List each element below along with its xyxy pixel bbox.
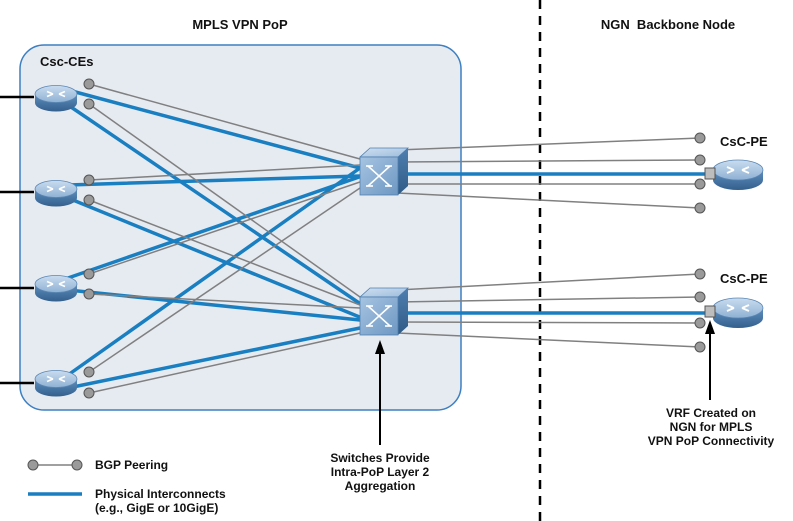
legend-physical-example: (e.g., GigE or 10GigE) [95,501,218,515]
vrf-interface-bottom [704,305,716,318]
bgp-peering-dot [83,98,95,110]
svg-text:NGN for MPLS: NGN for MPLS [670,420,753,434]
switch-icon [358,287,410,336]
csc-pe-router-top [712,159,764,190]
csc-ce-router-4 [34,370,78,397]
physical-interconnects [66,88,708,390]
vrf-annotation: VRF Created on NGN for MPLS VPN PoP Conn… [648,406,775,448]
bgp-peering-dot [83,387,95,399]
bgp-peering-dots [83,78,706,399]
bgp-peering-dot [83,174,95,186]
svg-text:VRF Created on: VRF Created on [666,406,756,420]
csc-ce-group-label: Csc-CEs [40,54,93,69]
router-icon [712,297,764,328]
bgp-peering-dot [83,288,95,300]
aggregation-switch-bottom [358,287,410,336]
legend-bgp-label: BGP Peering [95,458,168,472]
router-icon [34,180,78,207]
router-icon [34,275,78,302]
csc-pe-router-bottom [712,297,764,328]
legend-bgp-symbol [27,459,83,471]
bgp-peering-dot [694,132,706,144]
bgp-peering-dot [694,154,706,166]
switch-icon [358,147,410,196]
bgp-peering-dot [83,194,95,206]
bgp-peering-dot [83,268,95,280]
bgp-peering-dot [694,202,706,214]
bgp-peering-dot [694,341,706,353]
bgp-peering-dot [83,78,95,90]
bgp-peerings [88,83,701,394]
vrf-annotation-arrow [705,320,715,400]
csc-pe-bottom-label: CsC-PE [720,271,768,286]
csc-ce-router-3 [34,275,78,302]
aggregation-switch-top [358,147,410,196]
ngn-backbone-node-header: NGN Backbone Node [601,17,735,32]
csc-ce-router-1 [34,85,78,112]
bgp-peering-dot [694,178,706,190]
bgp-peering-dot [694,317,706,329]
svg-text:Aggregation: Aggregation [345,479,416,493]
legend: BGP Peering Physical Interconnects (e.g.… [27,458,226,515]
csc-ce-router-2 [34,180,78,207]
router-icon [34,85,78,112]
svg-text:VPN PoP Connectivity: VPN PoP Connectivity [648,434,775,448]
legend-physical-label: Physical Interconnects [95,487,226,501]
bgp-peering-dot [694,268,706,280]
vrf-interface-top [704,167,716,180]
switch-annotation: Switches Provide Intra-PoP Layer 2 Aggre… [330,451,430,493]
router-icon [712,159,764,190]
svg-text:Intra-PoP Layer 2: Intra-PoP Layer 2 [331,465,430,479]
csc-pe-top-label: CsC-PE [720,134,768,149]
svg-text:Switches Provide: Switches Provide [330,451,430,465]
bgp-peering-dot [83,366,95,378]
mpls-vpn-pop-header: MPLS VPN PoP [192,17,288,32]
switch-annotation-arrow [375,340,385,445]
router-icon [34,370,78,397]
ce-external-links [0,95,34,385]
bgp-peering-dot [694,291,706,303]
